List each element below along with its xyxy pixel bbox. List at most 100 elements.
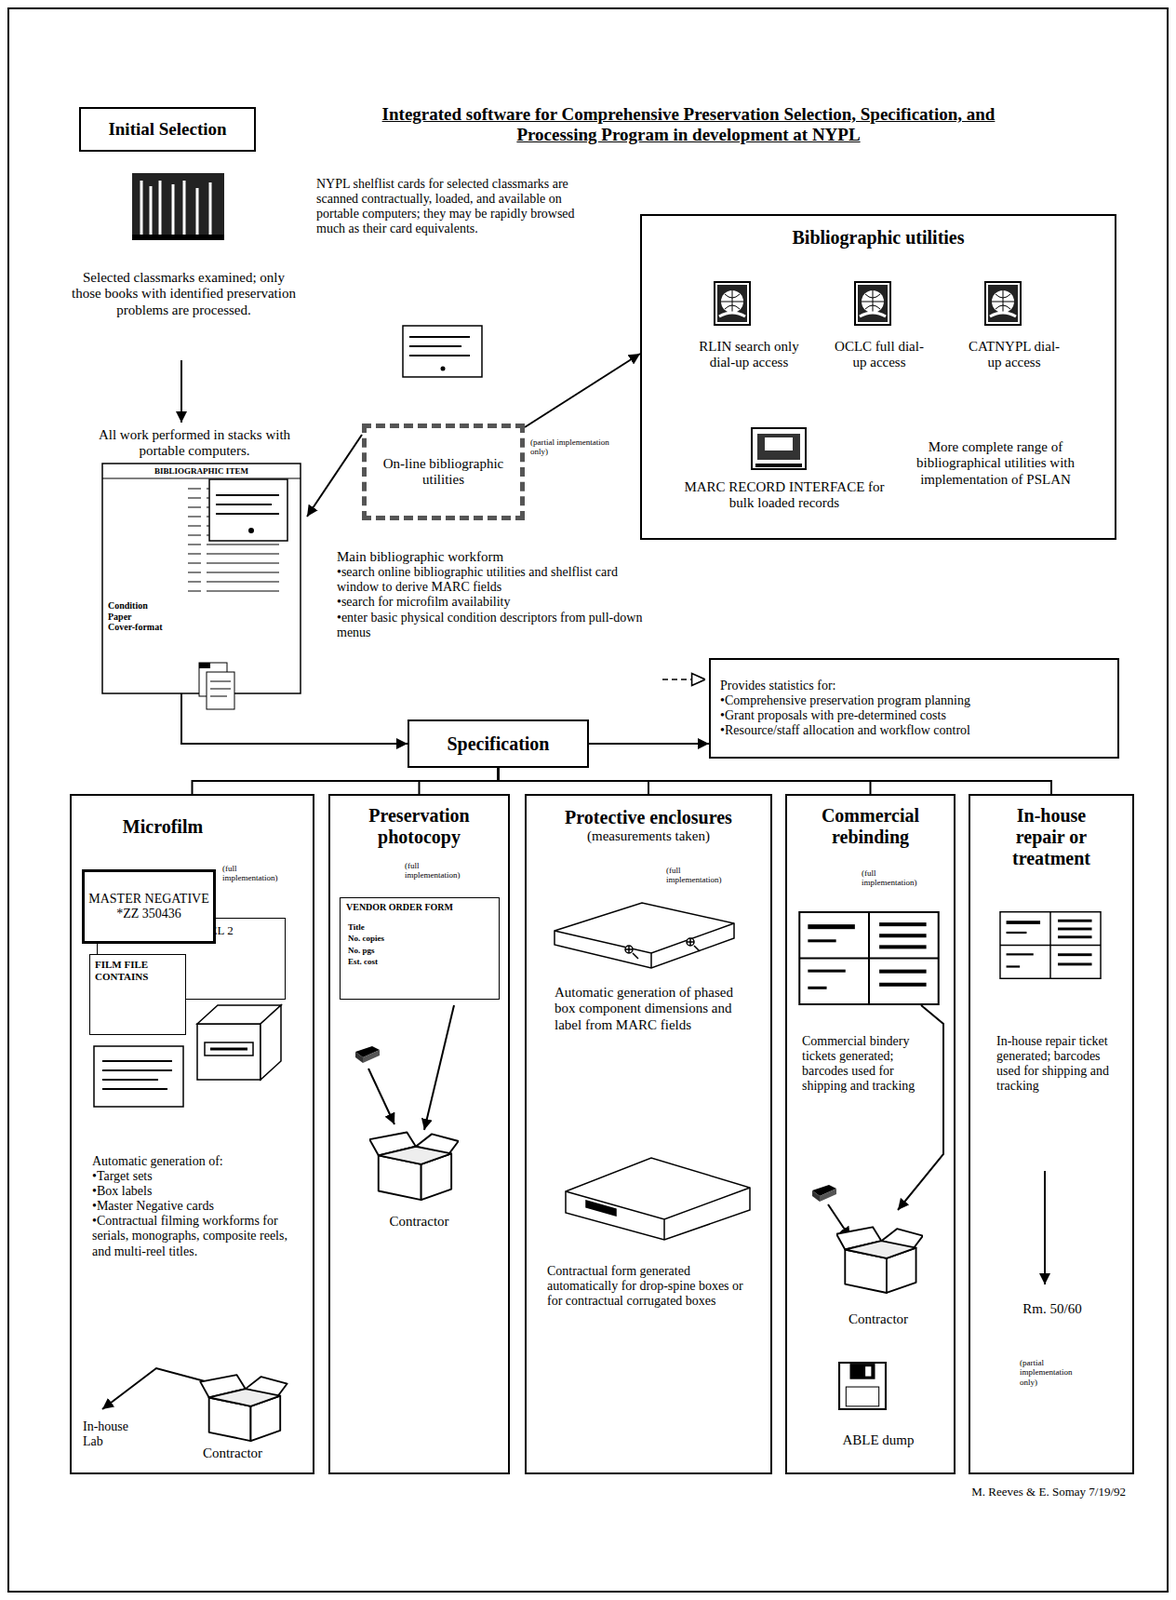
- connector: [180, 360, 183, 423]
- book-icon: [812, 1184, 837, 1202]
- microfilm-box: [210, 1047, 248, 1051]
- box-text: (measurements taken): [534, 828, 763, 844]
- panel-box: Commercial rebinding (full implementation…: [785, 793, 956, 1474]
- box-text: Contractor: [181, 1444, 284, 1461]
- box-text: Contractual form generated automatically…: [547, 1263, 760, 1309]
- box-text: OCLC full dial-up access: [828, 338, 931, 372]
- phased-box: [554, 922, 735, 968]
- contractor-box: [836, 1226, 923, 1293]
- box-text: (full implementation): [222, 863, 281, 883]
- panel-box: All work performed in stacks with portab…: [81, 423, 308, 694]
- box-heading: Specification: [416, 733, 580, 755]
- books-icon: [132, 234, 225, 241]
- marc-icon: [751, 427, 806, 469]
- marc-icon: [764, 437, 793, 451]
- marc-icon: [755, 463, 802, 468]
- box-heading: On-line bibliographic utilities: [375, 455, 511, 489]
- connector: [192, 767, 499, 794]
- box-text: Rm. 50/60: [987, 1300, 1118, 1317]
- box-text: •Box labels: [92, 1183, 308, 1199]
- phased-box: [554, 902, 735, 968]
- box-heading: In-house repair or treatment: [995, 804, 1108, 869]
- note-text: NYPL shelflist cards for selected classm…: [316, 176, 601, 237]
- book-icon: [355, 1045, 380, 1063]
- floppy-disk: [839, 1362, 886, 1409]
- box-text: (partial implementation only): [1019, 1357, 1090, 1387]
- microfilm-box: [204, 1042, 254, 1056]
- box-text: Title: [347, 922, 488, 932]
- connector: [181, 693, 408, 744]
- target-card: [93, 1045, 184, 1107]
- workform-outline: [215, 494, 280, 514]
- box-text: •Master Negative cards: [92, 1198, 308, 1214]
- process-box: Specification: [407, 719, 589, 768]
- target-card: [93, 1045, 184, 1107]
- phased-box: [625, 937, 700, 959]
- connector: [588, 742, 709, 745]
- box-heading: Microfilm: [88, 815, 238, 838]
- box-text: In-house Lab: [82, 1418, 148, 1449]
- workform-outline: [102, 463, 301, 694]
- document-icon: [210, 681, 231, 696]
- document-icon: [199, 662, 211, 669]
- workform-outline: [209, 479, 288, 541]
- box-text: ABLE dump: [808, 1431, 949, 1448]
- box-text: Condition: [107, 600, 248, 612]
- note-text: M. Reeves & E. Somay 7/19/92: [818, 1484, 1126, 1499]
- books-icon: [141, 180, 211, 235]
- books-icon: [132, 173, 225, 241]
- box-heading: MASTER NEGATIVE *ZZ 350436: [88, 891, 210, 922]
- book-arrow: [368, 1068, 395, 1124]
- box-text: Paper: [107, 611, 248, 623]
- target-card: [102, 1060, 173, 1089]
- marc-icon: [751, 427, 806, 469]
- box-text: •Comprehensive preservation program plan…: [720, 693, 1109, 709]
- box-text: CATNYPL dial-up access: [962, 338, 1066, 372]
- drop-spine-box: [565, 1157, 750, 1240]
- drop-spine-box: [565, 1157, 750, 1240]
- contractor-box: [369, 1131, 459, 1200]
- shelflist-card: [402, 325, 482, 377]
- box-heading: Preservation photocopy: [337, 804, 501, 848]
- box-text: More complete range of bibliographical u…: [885, 439, 1106, 488]
- process-box: MASTER NEGATIVE *ZZ 350436: [81, 868, 216, 944]
- box-heading: All work performed in stacks with portab…: [81, 427, 308, 460]
- box-heading: Commercial rebinding: [794, 804, 947, 848]
- marc-icon: [757, 433, 801, 460]
- box-text: MARC RECORD INTERFACE for bulk loaded re…: [677, 479, 892, 512]
- box-text: (full implementation): [861, 868, 920, 888]
- panel-box: In-house repair or treatmentIn-house rep…: [968, 793, 1135, 1474]
- process-box: Provides statistics for:•Comprehensive p…: [708, 657, 1120, 759]
- dashed-leader: [662, 678, 706, 681]
- phased-box: [554, 902, 735, 968]
- box-heading: Initial Selection: [79, 106, 256, 152]
- books-icon: [132, 173, 225, 241]
- box-text: No. pgs: [347, 945, 488, 955]
- workform-outline: [248, 527, 254, 534]
- box-heading: Protective enclosures: [534, 806, 763, 829]
- note-text: (partial implementation only): [530, 437, 615, 457]
- note-text: •search online bibliographic utilities a…: [336, 564, 658, 595]
- shelflist-card: [402, 325, 482, 377]
- panel-box: Initial SelectionSelected classmarks exa…: [69, 106, 298, 359]
- box-text: No. copies: [347, 933, 488, 943]
- box-text: Contractor: [808, 1310, 949, 1327]
- box-heading: Bibliographic utilities: [641, 227, 1115, 249]
- connector: [307, 434, 362, 517]
- panel-box: FILM FILE CONTAINS: [89, 953, 187, 1035]
- box-text: Cover-format: [107, 621, 248, 633]
- box-text: Commercial bindery tickets generated; ba…: [801, 1033, 933, 1094]
- form-arrow: [424, 1004, 455, 1130]
- workform-outline: [102, 463, 301, 694]
- bindery-ticket: [799, 911, 938, 1004]
- box-text: RLIN search only dial-up access: [697, 338, 801, 372]
- box-text: Automatic generation of phased box compo…: [554, 984, 752, 1033]
- box-text: Contractor: [347, 1213, 492, 1230]
- box-text: Est. cost: [347, 956, 488, 966]
- box-heading: Provides statistics for:: [720, 678, 1109, 694]
- connector: [498, 767, 1053, 794]
- oclc-icon: [855, 281, 891, 325]
